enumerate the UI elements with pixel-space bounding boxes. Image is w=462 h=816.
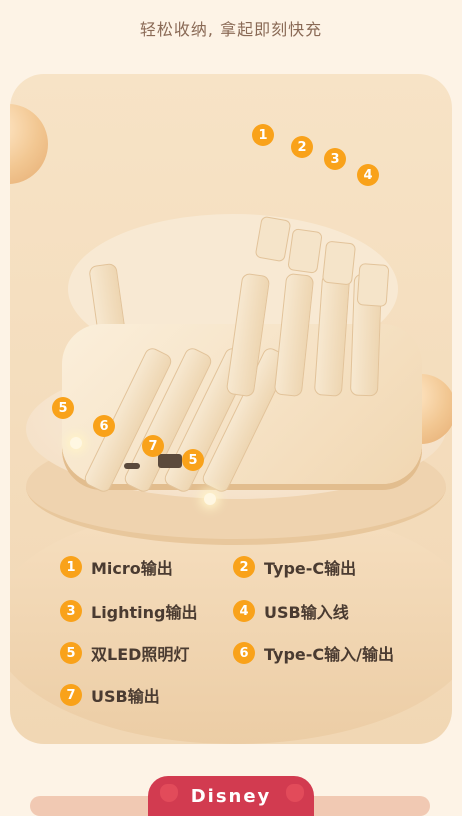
legend-badge: 2: [233, 556, 255, 578]
legend-badge: 7: [60, 684, 82, 706]
callout-badge: 4: [357, 164, 379, 186]
plug-type-c: [287, 228, 323, 274]
legend-label: Type-C输入/输出: [264, 645, 394, 664]
legend-label: USB输入线: [264, 603, 349, 622]
legend-label: Micro输出: [91, 559, 173, 578]
legend-item: 3 Lighting输出: [60, 598, 198, 624]
led-light-left: [70, 437, 82, 449]
product-card: 1 2 3 4 5 6 7 5: [10, 74, 452, 744]
footer-banner: Disney: [0, 760, 462, 816]
plug-lightning: [321, 240, 357, 286]
legend-label: USB输出: [91, 687, 160, 706]
led-light-right: [204, 493, 216, 505]
strawberry-icon: [286, 784, 304, 802]
callout-badge: 1: [252, 124, 274, 146]
legend-item: 7 USB输出: [60, 682, 160, 708]
legend-label: 双LED照明灯: [91, 645, 190, 664]
legend-badge: 1: [60, 556, 82, 578]
legend-item: 5 双LED照明灯: [60, 640, 189, 666]
legend-label: Lighting输出: [91, 603, 198, 622]
port-usb: [158, 454, 182, 468]
legend-badge: 6: [233, 642, 255, 664]
callout-badge: 5: [182, 449, 204, 471]
legend-label: Type-C输出: [264, 559, 357, 578]
callout-badge: 3: [324, 148, 346, 170]
callout-badge: 2: [291, 136, 313, 158]
header-title: 轻松收纳, 拿起即刻快充: [139, 20, 323, 39]
legend-item: 4 USB输入线: [233, 598, 349, 624]
legend-badge: 4: [233, 600, 255, 622]
legend-item: 6 Type-C输入/输出: [233, 640, 394, 666]
callout-badge: 6: [93, 415, 115, 437]
callout-badge: 5: [52, 397, 74, 419]
port-type-c: [124, 463, 140, 469]
callout-badge: 7: [142, 435, 164, 457]
legend-item: 2 Type-C输出: [233, 554, 356, 580]
strawberry-icon: [160, 784, 178, 802]
power-bank-image: [62, 215, 432, 505]
legend-badge: 3: [60, 600, 82, 622]
legend-badge: 5: [60, 642, 82, 664]
page-header: 轻松收纳, 拿起即刻快充: [0, 0, 462, 56]
plug-usb: [356, 263, 390, 307]
plug-micro: [254, 215, 292, 263]
decor-ball-left: [10, 104, 48, 184]
legend-item: 1 Micro输出: [60, 554, 173, 580]
